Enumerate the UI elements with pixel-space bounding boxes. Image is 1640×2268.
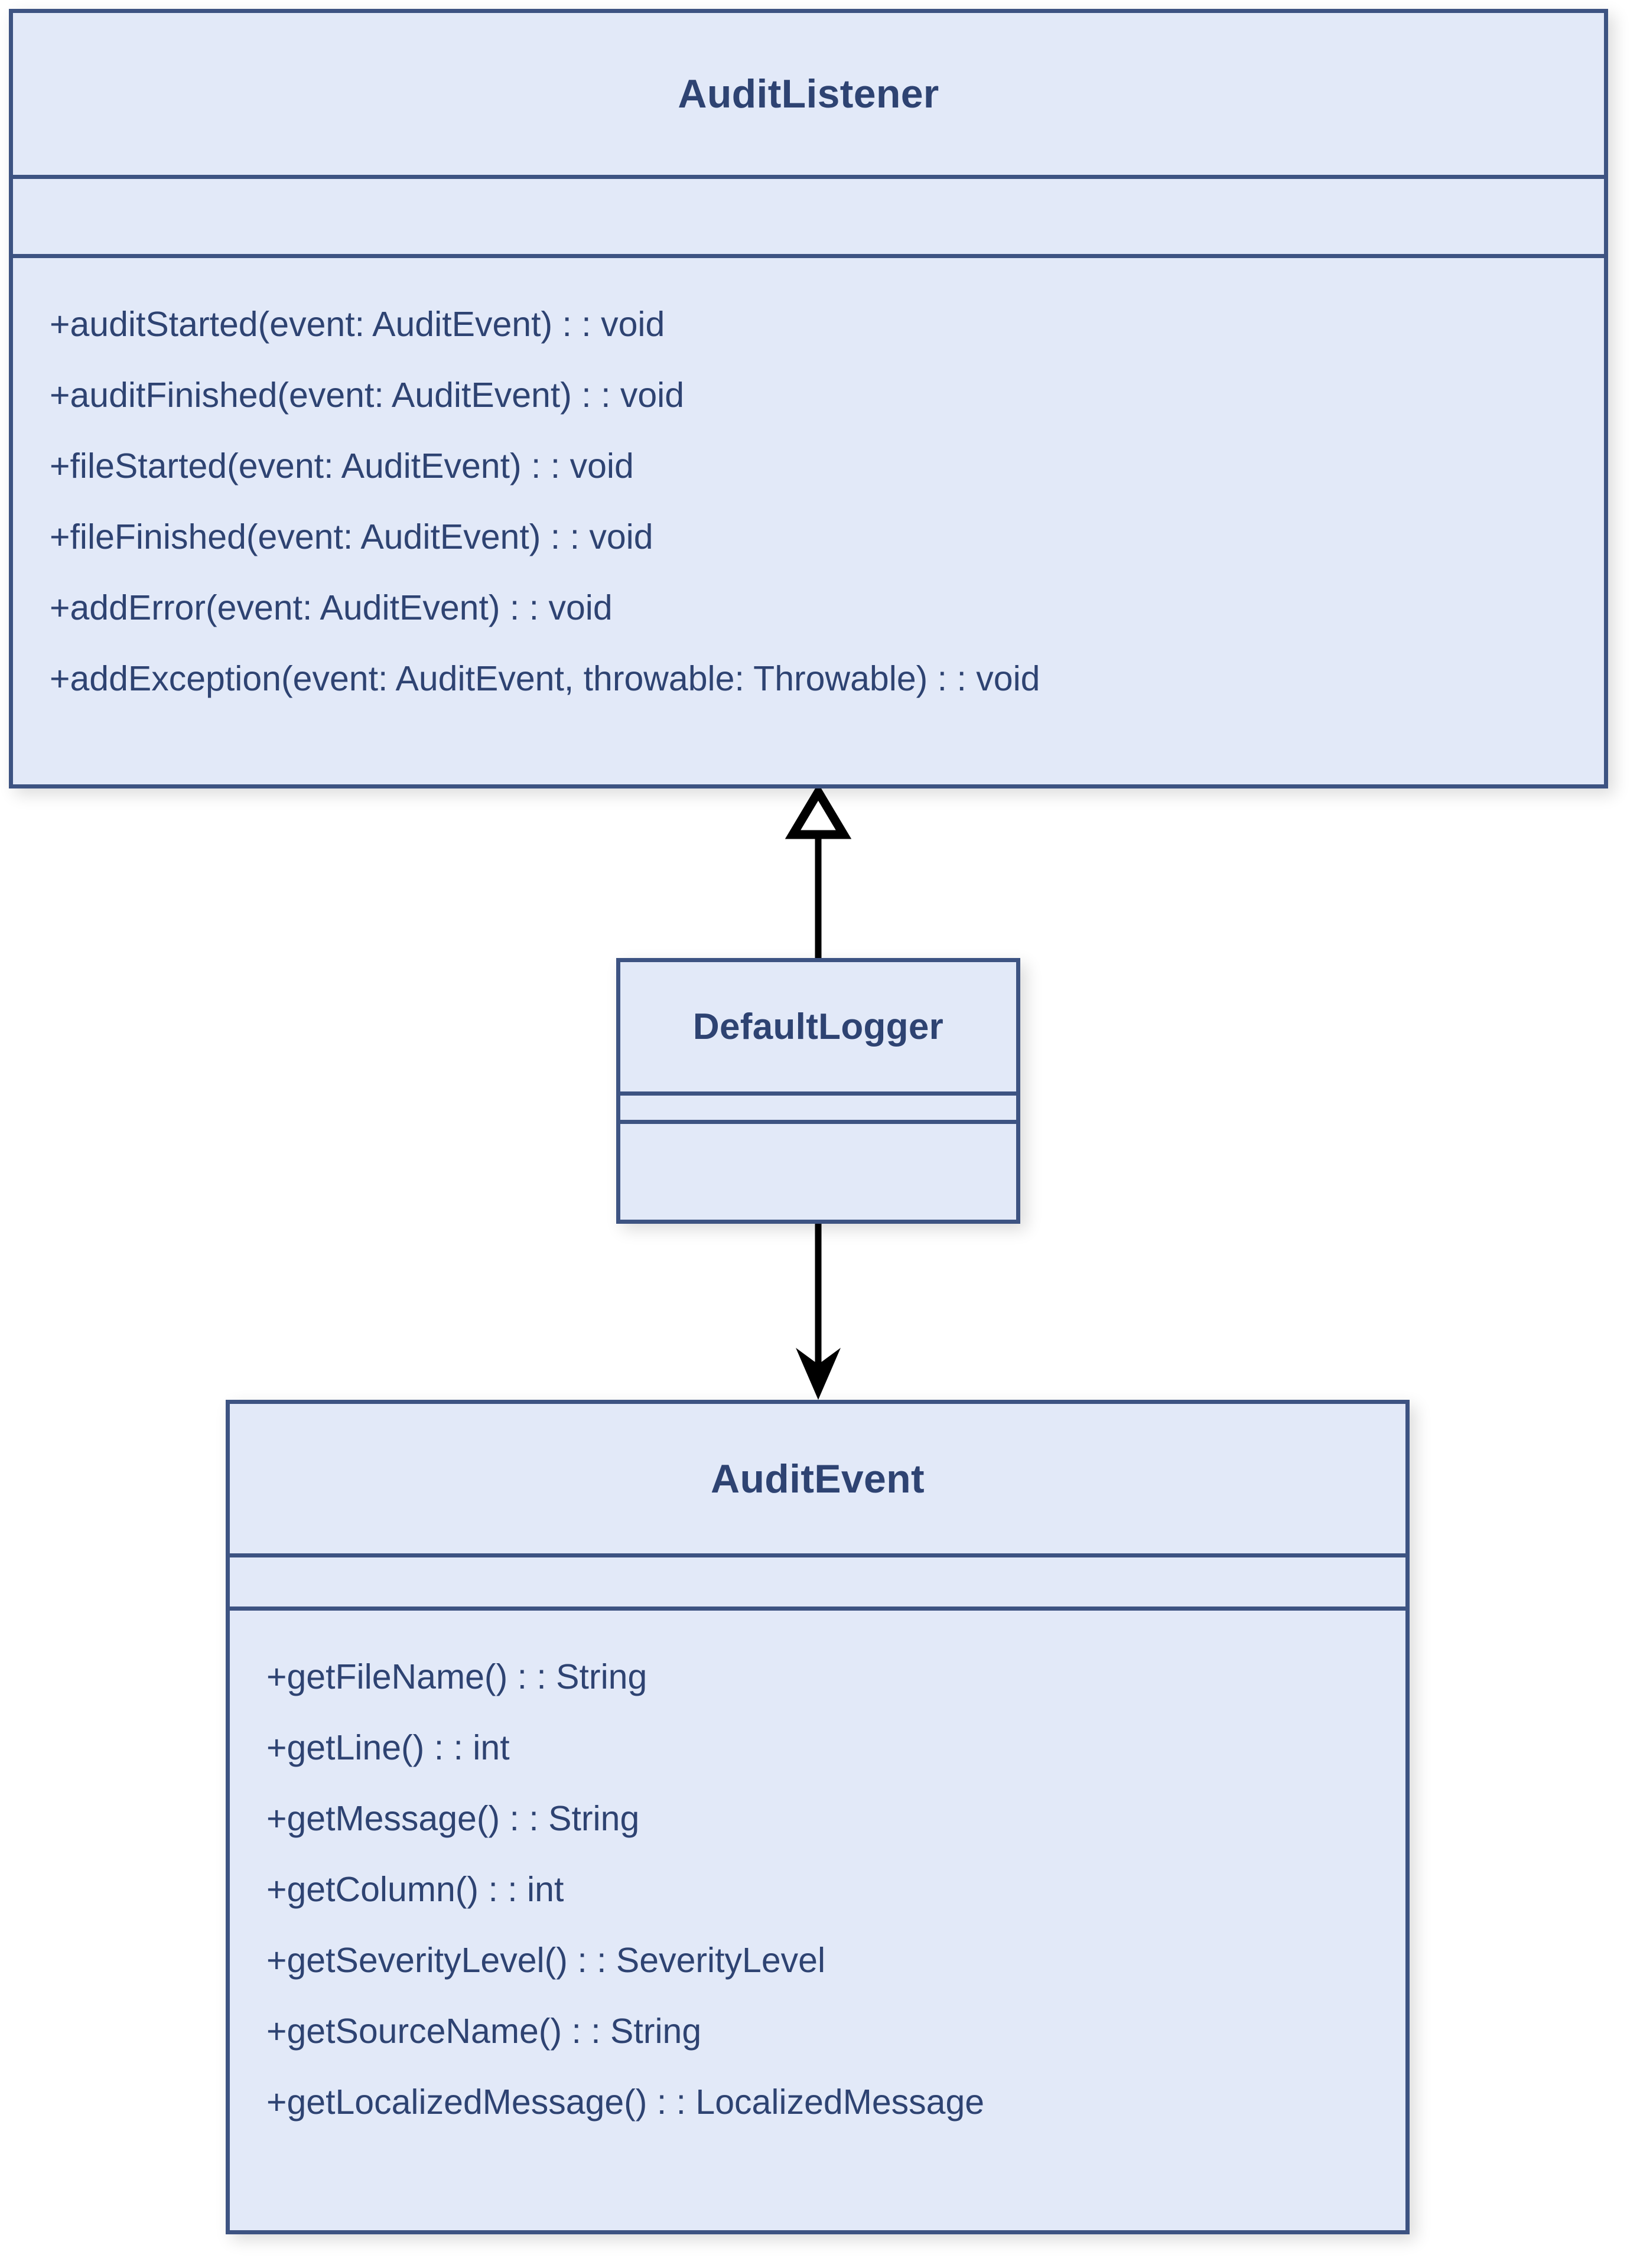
class-name-default-logger: DefaultLogger	[620, 962, 1016, 1096]
method-row: +auditFinished(event: AuditEvent) : : vo…	[50, 376, 685, 415]
method-row: +getFileName() : : String	[266, 1657, 647, 1696]
method-row: +fileStarted(event: AuditEvent) : : void	[50, 447, 634, 485]
class-name-audit-event: AuditEvent	[230, 1404, 1405, 1557]
class-name-audit-listener: AuditListener	[13, 13, 1604, 179]
method-row: +addError(event: AuditEvent) : : void	[50, 588, 613, 627]
uml-class-audit-event[interactable]: AuditEvent +getFileName() : : String +ge…	[226, 1400, 1410, 2234]
generalization-arrow-defaultlogger-to-auditlistener	[785, 783, 852, 960]
method-row: +fileFinished(event: AuditEvent) : : voi…	[50, 517, 653, 556]
methods-compartment-default-logger	[620, 1124, 1016, 1220]
attributes-compartment-audit-event	[230, 1557, 1405, 1611]
method-row: +addException(event: AuditEvent, throwab…	[50, 659, 1040, 698]
hollow-triangle-icon	[785, 783, 852, 839]
method-row: +getLocalizedMessage() : : LocalizedMess…	[266, 2083, 985, 2122]
uml-class-audit-listener[interactable]: AuditListener +auditStarted(event: Audit…	[9, 9, 1608, 788]
uml-class-default-logger[interactable]: DefaultLogger	[616, 958, 1020, 1224]
solid-arrowhead-icon	[796, 1348, 841, 1400]
method-row: +auditStarted(event: AuditEvent) : : voi…	[50, 305, 665, 344]
method-row: +getSeverityLevel() : : SeverityLevel	[266, 1941, 826, 1980]
method-row: +getSourceName() : : String	[266, 2012, 702, 2051]
attributes-compartment-default-logger	[620, 1096, 1016, 1124]
method-row: +getLine() : : int	[266, 1728, 510, 1767]
association-arrow-defaultlogger-to-auditevent	[796, 1223, 841, 1400]
method-row: +getColumn() : : int	[266, 1870, 564, 1909]
methods-compartment-audit-event: +getFileName() : : String +getLine() : :…	[230, 1611, 1405, 2230]
method-row: +getMessage() : : String	[266, 1799, 640, 1838]
attributes-compartment-audit-listener	[13, 179, 1604, 258]
methods-compartment-audit-listener: +auditStarted(event: AuditEvent) : : voi…	[13, 258, 1604, 780]
